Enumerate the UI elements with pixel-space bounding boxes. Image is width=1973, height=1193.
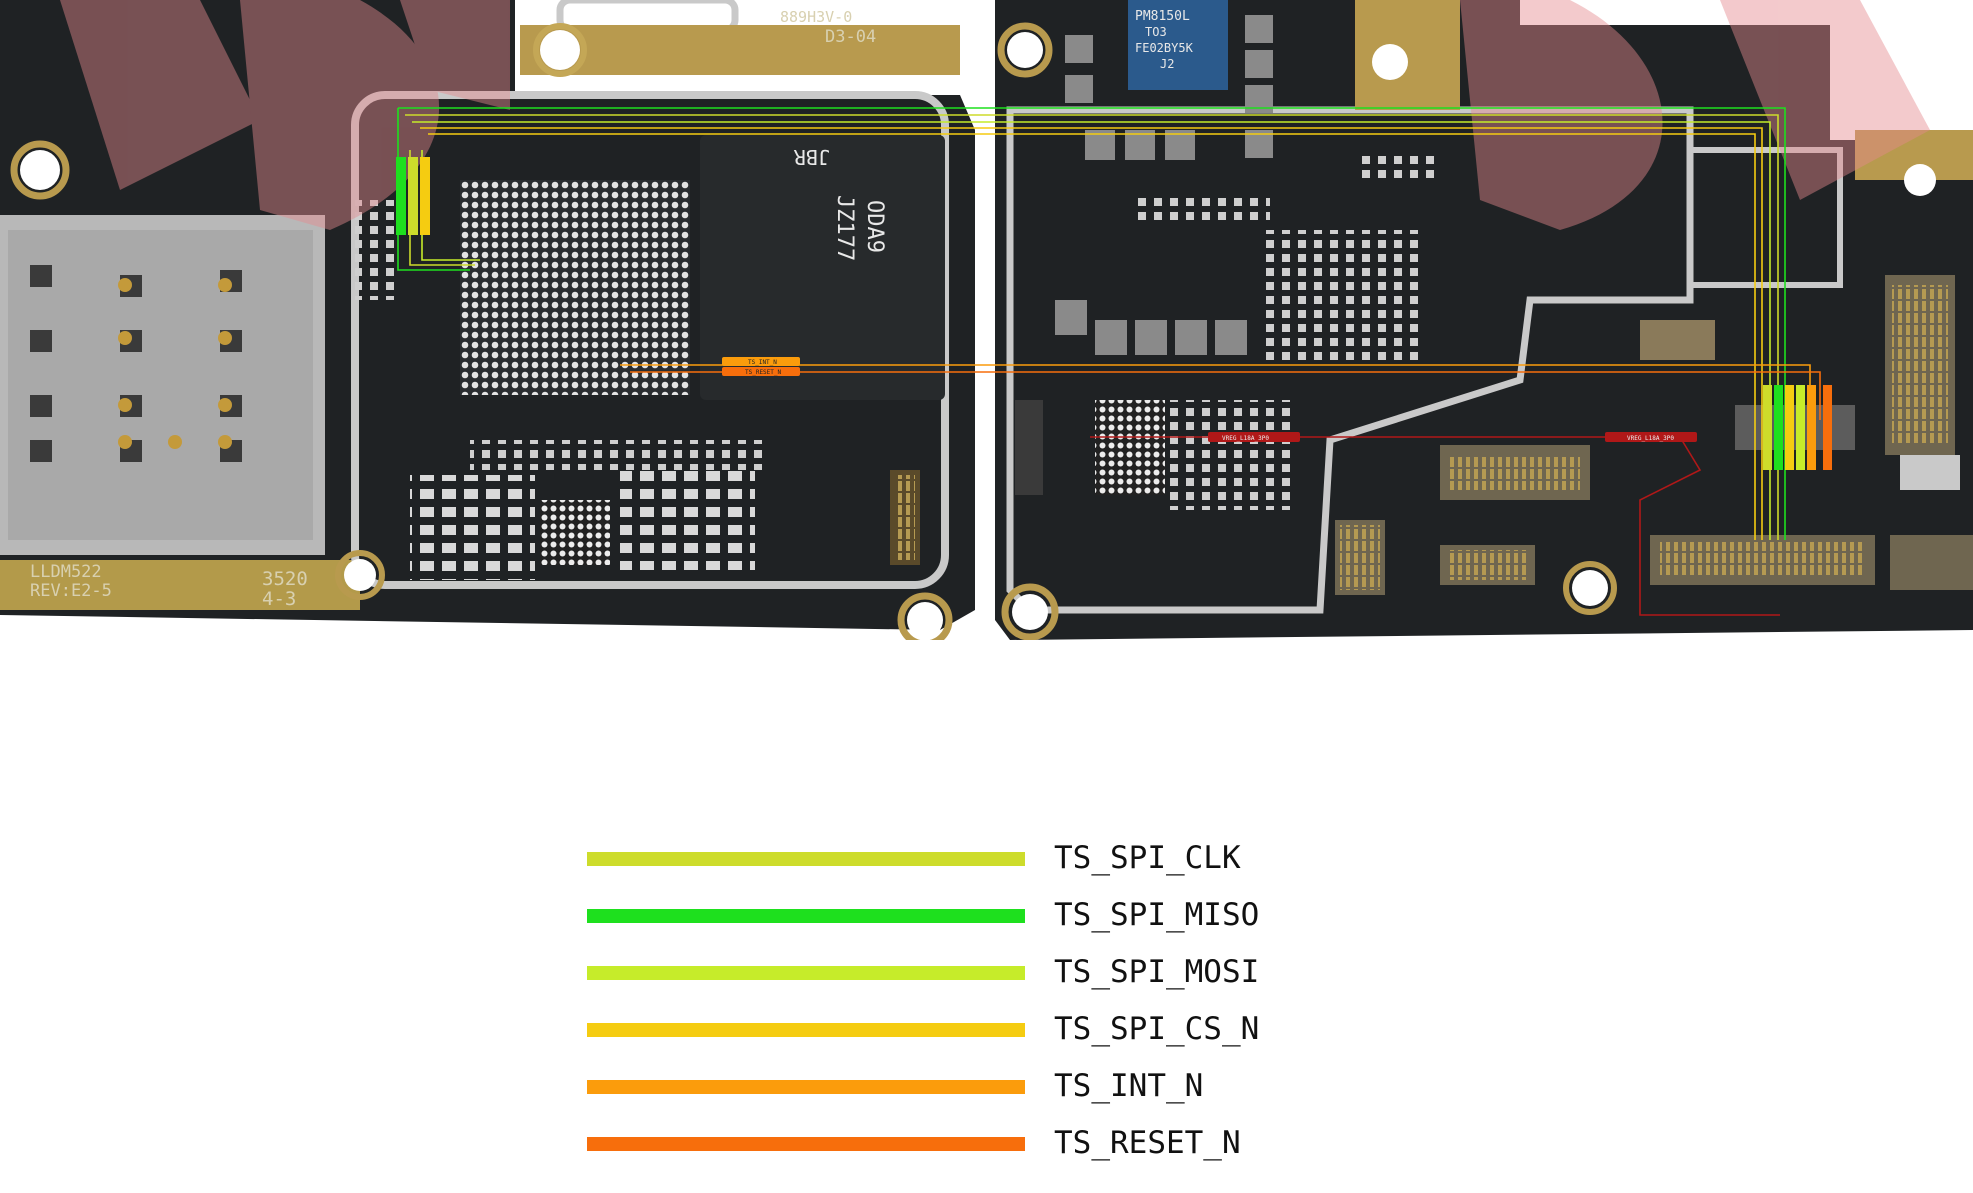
svg-text:VREG_L18A_3P0: VREG_L18A_3P0 [1627, 435, 1674, 442]
legend-swatch [587, 852, 1025, 866]
legend-swatch [587, 1080, 1025, 1094]
pmic-chip [1128, 0, 1228, 90]
net-tag-int: TS_INT_N [722, 357, 800, 366]
svg-text:TS_RESET_N: TS_RESET_N [745, 369, 782, 376]
pcb-board-image: LLDM522 REV:E2-5 3520 4-3 D3-04 889H3V-0… [0, 0, 1973, 640]
legend-label: TS_RESET_N [1054, 1125, 1241, 1161]
legend-swatch [587, 1023, 1025, 1037]
chip-marking-jbr: JBR [793, 145, 830, 169]
pmic-bga [1095, 400, 1165, 495]
legend-item: TS_INT_N [587, 1066, 1387, 1106]
legend-item: TS_SPI_MISO [587, 895, 1387, 935]
legend-swatch [587, 966, 1025, 980]
watermark [60, 0, 1930, 230]
silk-lldm522: LLDM522 [30, 562, 102, 582]
pm-marking-1: PM8150L [1135, 9, 1190, 24]
processor-bga [460, 180, 690, 395]
right-board: PM8150L TO3 FE02BY5K J2 [995, 0, 1973, 640]
legend-swatch [587, 1137, 1025, 1151]
legend-label: TS_SPI_CS_N [1054, 1011, 1260, 1047]
pm-marking-3: FE02BY5K [1135, 41, 1194, 55]
legend-item: TS_SPI_CLK [587, 838, 1387, 878]
chip-marking-oda9: ODA9 [862, 200, 887, 253]
legend-item: TS_SPI_CS_N [587, 1009, 1387, 1049]
net-tag-reset: TS_RESET_N [722, 367, 800, 376]
legend-label: TS_INT_N [1054, 1068, 1204, 1104]
legend-label: TS_SPI_CLK [1054, 840, 1241, 876]
svg-text:TS_INT_N: TS_INT_N [748, 359, 777, 366]
pm-marking-4: J2 [1160, 57, 1174, 71]
chip-marking-jz177: JZ177 [832, 195, 857, 261]
legend-item: TS_SPI_MOSI [587, 952, 1387, 992]
silk-889h: 889H3V-0 [780, 8, 852, 26]
legend-swatch [587, 909, 1025, 923]
silk-d3-04: D3-04 [825, 27, 876, 47]
memory-chip [700, 135, 945, 400]
legend-label: TS_SPI_MISO [1054, 897, 1260, 933]
legend-item: TS_RESET_N [587, 1123, 1387, 1163]
legend-label: TS_SPI_MOSI [1054, 954, 1260, 990]
left-board: LLDM522 REV:E2-5 3520 4-3 D3-04 889H3V-0… [0, 0, 975, 640]
right-test-pads [1763, 385, 1832, 470]
silk-4-3: 4-3 [262, 588, 296, 610]
silk-rev: REV:E2-5 [30, 581, 112, 601]
net-tag-vreg-2: VREG_L18A_3P0 [1605, 432, 1697, 442]
silk-3520: 3520 [262, 568, 308, 590]
svg-text:VREG_L18A_3P0: VREG_L18A_3P0 [1222, 435, 1269, 442]
pm-marking-2: TO3 [1145, 25, 1167, 39]
net-tag-vreg-1: VREG_L18A_3P0 [1208, 432, 1300, 442]
left-test-pads [396, 157, 430, 235]
